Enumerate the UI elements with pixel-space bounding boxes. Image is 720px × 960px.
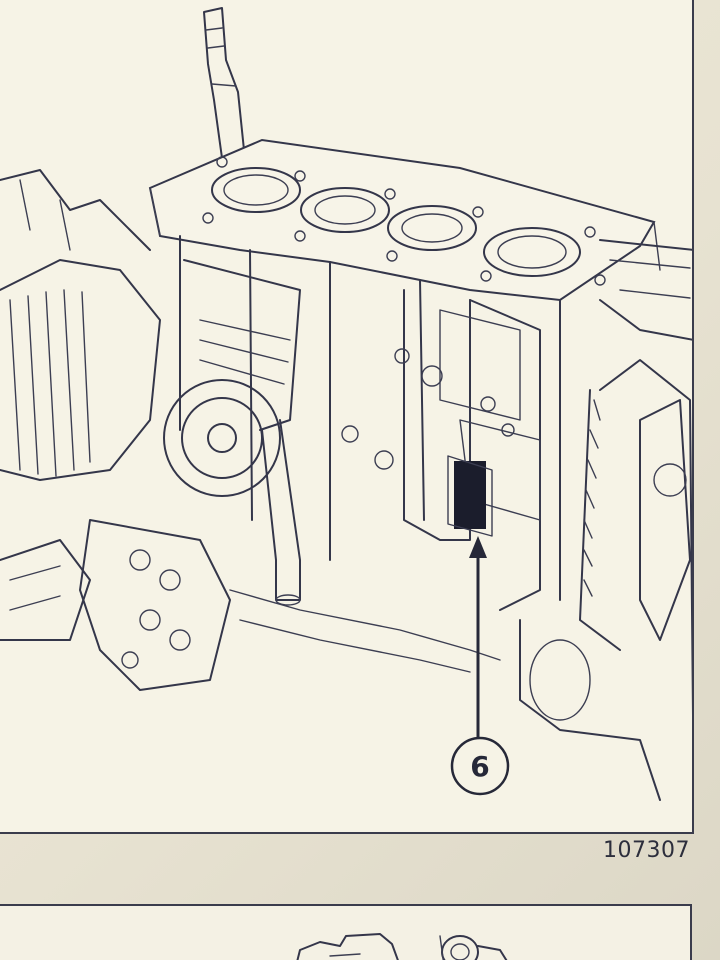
oil-sump xyxy=(229,589,661,801)
next-illustration-panel xyxy=(0,904,692,960)
lifting-bracket xyxy=(203,7,245,159)
callout-arrow xyxy=(469,536,487,738)
next-illustration-drawing xyxy=(296,933,508,960)
flywheel xyxy=(579,239,692,716)
callout-circle xyxy=(450,736,510,796)
injection-pump xyxy=(0,519,231,691)
engine-block-drawing xyxy=(0,7,692,801)
highlighted-component xyxy=(454,461,486,529)
cylinder-block-body xyxy=(179,235,561,611)
dipstick-tube xyxy=(261,419,301,606)
engine-illustration-panel: 6 xyxy=(0,0,694,834)
figure-reference-number: 107307 xyxy=(603,838,690,863)
cylinder-block-deck xyxy=(148,138,661,302)
